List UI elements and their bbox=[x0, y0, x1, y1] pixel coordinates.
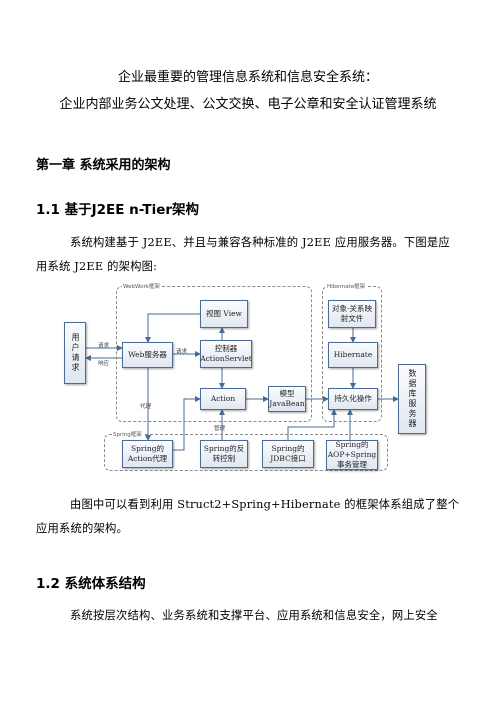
action-box: Action bbox=[200, 388, 246, 410]
edge-proxy-label: 代理 bbox=[140, 404, 152, 410]
spring-ioc-box: Spring的反转控制 bbox=[200, 440, 248, 468]
section-1-2-heading: 1.2 系统体系结构 bbox=[36, 576, 146, 592]
architecture-diagram: WebWork框架 Hibernate框架 Spring框架 用户请求 Web服… bbox=[60, 282, 432, 472]
edge-response-label: 响应 bbox=[98, 361, 110, 367]
section-1-1-intro: 系统构建基于 J2EE、并且与兼容各种标准的 J2EE 应用服务器。下图是应用系… bbox=[36, 236, 450, 273]
persist-box: 持久化操作 bbox=[328, 388, 378, 410]
spring-jdbc-box: Spring的JDBC接口 bbox=[262, 440, 314, 468]
hibernate-box: Hibernate bbox=[328, 342, 378, 368]
db-server-box: 数据库服务器 bbox=[398, 364, 426, 434]
mapping-file-box: 对象-关系映射文件 bbox=[328, 300, 376, 328]
spring-region-label: Spring框架 bbox=[112, 430, 143, 438]
section-1-1-heading: 1.1 基于J2EE n-Tier架构 bbox=[36, 202, 200, 218]
web-server-box: Web服务器 bbox=[122, 342, 173, 368]
controller-box: 控制器 ActionServlet bbox=[200, 340, 252, 368]
doc-title-line2: 企业内部业务公文处理、公文交换、电子公章和安全认证管理系统 bbox=[59, 97, 437, 112]
spring-aop-box: Spring的AOP+Spring事务管理 bbox=[326, 440, 378, 470]
user-request-box: 用户请求 bbox=[64, 322, 86, 384]
edge-manage-label: 管理 bbox=[214, 426, 226, 432]
edge-request-label: 请求 bbox=[98, 343, 110, 349]
webwork-region-label: WebWork框架 bbox=[122, 282, 161, 290]
model-box: 模型 JavaBean bbox=[268, 386, 306, 412]
webwork-region bbox=[116, 286, 312, 422]
section-1-2-intro: 系统按层次结构、业务系统和支撑平台、应用系统和信息安全，网上安全 bbox=[70, 609, 438, 622]
section-1-1-after: 由图中可以看到利用 Struct2+Spring+Hibernate 的框架体系… bbox=[36, 498, 460, 535]
chapter-heading: 第一章 系统采用的架构 bbox=[36, 158, 171, 173]
spring-action-proxy-box: Spring的Action代理 bbox=[122, 440, 173, 468]
hibernate-region-label: Hibernate框架 bbox=[326, 282, 367, 290]
doc-title-line1: 企业最重要的管理信息系统和信息安全系统： bbox=[117, 70, 378, 85]
view-box: 视图 View bbox=[200, 300, 248, 328]
spring-region bbox=[104, 434, 388, 471]
edge-request2-label: 请求 bbox=[176, 349, 188, 355]
